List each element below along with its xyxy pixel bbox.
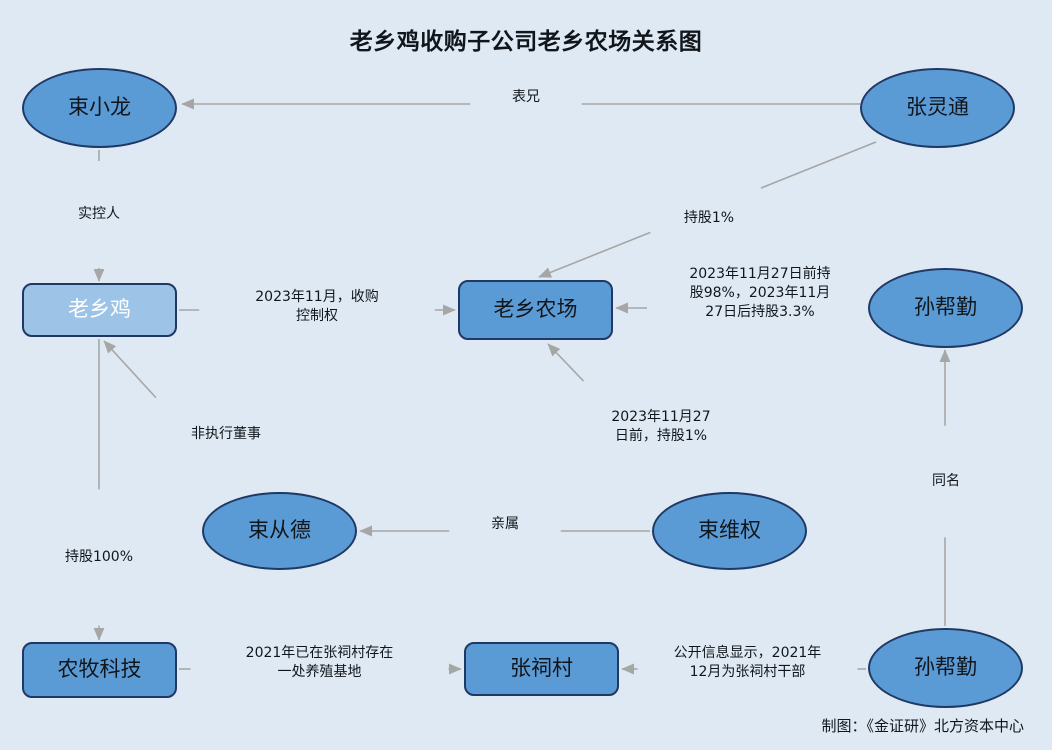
node-laoxiang_farm[interactable]: 老乡农场	[458, 280, 613, 340]
edge-line-e_chigu1	[538, 231, 651, 278]
node-label: 束小龙	[68, 95, 131, 120]
node-label: 束从德	[248, 518, 311, 543]
edge-line-e_chigu1_wq	[547, 343, 585, 382]
node-label: 孙帮勤	[914, 655, 977, 680]
credit-text: 制图：《金证研》北方资本中心	[821, 717, 1024, 735]
node-shu_xiaolong[interactable]: 束小龙	[22, 68, 177, 148]
node-sun_bangqin_bottom[interactable]: 孙帮勤	[868, 628, 1023, 708]
node-label: 老乡鸡	[68, 297, 131, 322]
node-label: 张灵通	[906, 95, 969, 120]
node-zhangci_village[interactable]: 张祠村	[464, 642, 619, 696]
node-label: 老乡农场	[493, 297, 578, 322]
node-shu_weiquan[interactable]: 束维权	[652, 492, 807, 570]
node-label: 束维权	[698, 518, 761, 543]
node-nongmu_tech[interactable]: 农牧科技	[22, 642, 177, 698]
node-label: 孙帮勤	[914, 295, 977, 320]
page-title: 老乡鸡收购子公司老乡农场关系图	[349, 29, 703, 55]
edge-lines	[93, 98, 951, 675]
node-sun_bangqin_top[interactable]: 孙帮勤	[868, 268, 1023, 348]
edge-line-e_feizhixing	[103, 340, 157, 399]
edge-line-e_chigu1	[760, 141, 877, 189]
node-laoxiangji[interactable]: 老乡鸡	[22, 283, 177, 337]
node-shu_congde[interactable]: 束从德	[202, 492, 357, 570]
node-label: 张祠村	[510, 656, 573, 681]
node-label: 农牧科技	[57, 657, 142, 682]
node-zhang_lingtong[interactable]: 张灵通	[860, 68, 1015, 148]
